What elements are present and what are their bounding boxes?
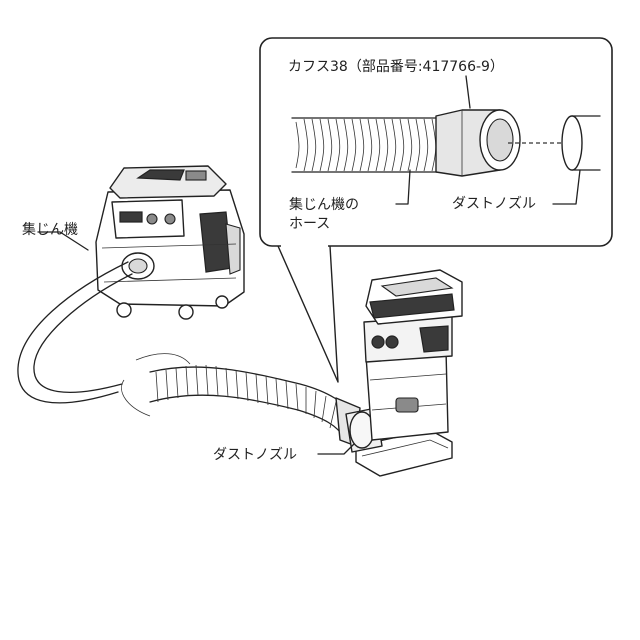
inset-nozzle-drawing [561,115,601,171]
inset-dust-nozzle-label: ダストノズル [452,196,536,212]
hose-label-line1: 集じん機の [289,196,359,213]
inset-callout: カフス38（部品番号:417766-9） 集じん機の ホース ダストノズル [259,37,613,383]
dust-nozzle-label: ダストノズル [213,447,297,463]
inset-cuff-drawing [435,109,521,177]
trimmer-tool-drawing: ダストノズル [213,269,463,477]
hose-label-line2: ホース [289,216,330,232]
inset-hose-drawing [291,117,441,173]
cuff-label: カフス38（部品番号:417766-9） [288,59,504,75]
dust-collector-label: 集じん機 [22,221,78,238]
dust-collector-drawing: 集じん機 [22,165,245,320]
callout-pointer [277,245,339,383]
